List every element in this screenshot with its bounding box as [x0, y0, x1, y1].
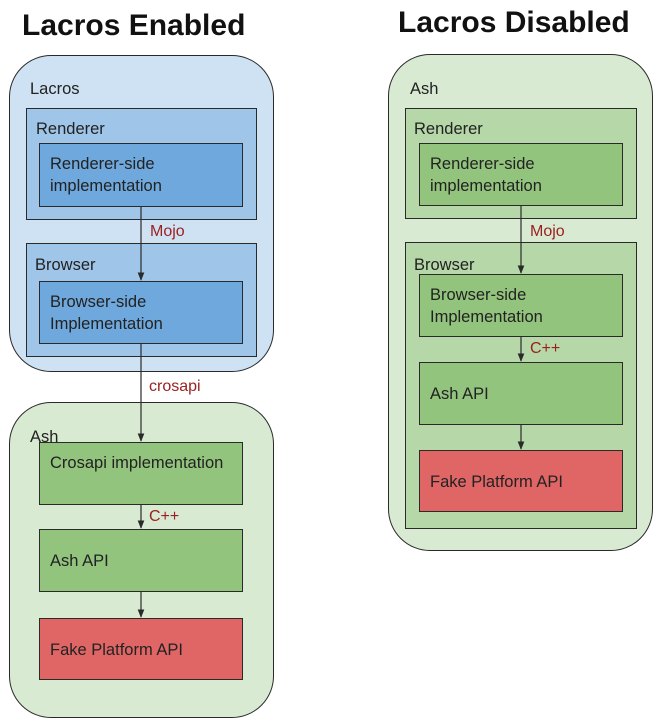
right-renderer-label: Renderer: [414, 120, 483, 138]
crosapi-label: crosapi: [149, 378, 201, 395]
left-cpp-label: C++: [149, 508, 180, 525]
right-browser-side-implementation-box: Browser-side Implementation: [419, 274, 623, 337]
right-fake-platform-api-box: Fake Platform API: [419, 450, 623, 512]
right-mojo-label: Mojo: [530, 223, 565, 240]
lacros-enabled-title: Lacros Enabled: [22, 9, 246, 42]
right-browser-label: Browser: [414, 256, 475, 274]
lacros-renderer-side-implementation-box: Renderer-side implementation: [39, 143, 243, 207]
left-ash-api-box: Ash API: [39, 529, 243, 592]
lacros-renderer-label: Renderer: [36, 120, 105, 138]
lacros-browser-side-implementation-box: Browser-side Implementation: [39, 281, 243, 344]
lacros-browser-label: Browser: [35, 256, 96, 274]
right-ash-api-box: Ash API: [419, 362, 623, 425]
lacros-label: Lacros: [30, 80, 80, 98]
lacros-disabled-title: Lacros Disabled: [398, 6, 630, 39]
right-ash-label: Ash: [410, 80, 439, 98]
right-cpp-label: C++: [530, 340, 561, 357]
right-renderer-side-implementation-box: Renderer-side implementation: [419, 143, 623, 206]
left-mojo-label: Mojo: [150, 223, 185, 240]
left-fake-platform-api-box: Fake Platform API: [39, 618, 243, 680]
crosapi-implementation-box: Crosapi implementation: [39, 442, 243, 505]
left-ash-label: Ash: [30, 428, 59, 446]
